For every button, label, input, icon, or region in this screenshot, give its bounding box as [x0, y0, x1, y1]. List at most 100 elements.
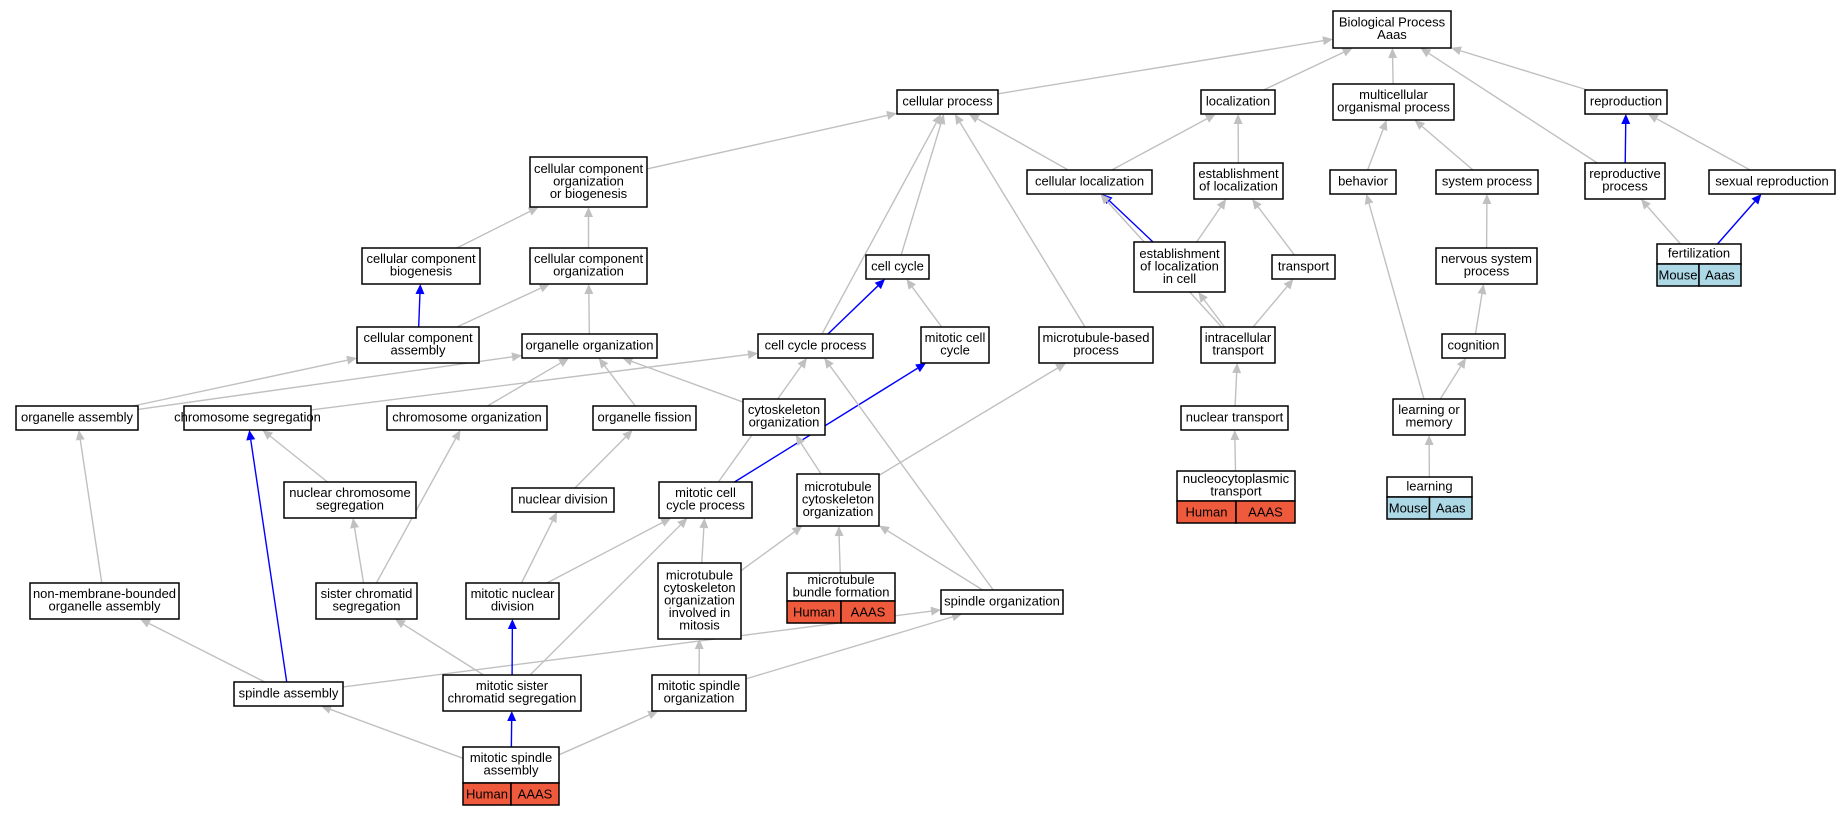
edge-line	[520, 520, 554, 584]
term-box	[896, 89, 999, 115]
edge-line	[740, 531, 795, 572]
term-label-line: spindle assembly	[239, 685, 339, 700]
go-term-nt[interactable]: nuclear transport	[1180, 405, 1289, 431]
term-label-line: establishment	[1198, 166, 1279, 181]
term-label-line: involved in	[669, 605, 730, 620]
term-label-line: Aaas	[1377, 27, 1407, 42]
tag-label: Human	[1186, 504, 1228, 519]
edge-mbf-to-mco	[834, 526, 844, 574]
go-term-oa[interactable]: organelle assembly	[15, 405, 139, 431]
go-term-rep[interactable]: reproduction	[1584, 89, 1668, 115]
edge-so-to-ccp	[824, 358, 994, 591]
term-label-line: mitotic spindle	[470, 750, 552, 765]
term-box	[940, 589, 1064, 615]
edge-line	[631, 360, 744, 403]
go-term-sa[interactable]: spindle assembly	[233, 681, 344, 707]
edge-line	[456, 210, 531, 249]
go-term-cl[interactable]: cellular localization	[1026, 169, 1153, 195]
term-box	[183, 405, 312, 431]
go-term-oo[interactable]: organelle organization	[521, 333, 658, 359]
go-term-co[interactable]: chromosome organization	[386, 405, 548, 431]
go-term-cs[interactable]: chromosome segregation	[174, 405, 321, 431]
edge-cco-to-ccob	[584, 207, 593, 248]
term-label-line: mitotic nuclear	[471, 586, 555, 601]
edge-mcoim-to-mco	[740, 526, 803, 572]
edge-line	[137, 356, 513, 411]
go-term-tr[interactable]: transport	[1271, 254, 1336, 280]
edge-nt-to-it	[1232, 363, 1242, 407]
edge-line	[1111, 118, 1208, 171]
term-box	[442, 674, 582, 712]
edge-arrowhead	[415, 284, 425, 295]
edge-arrowhead	[346, 355, 357, 365]
tag-label: Human	[793, 604, 835, 619]
edge-ccob-to-cp	[646, 111, 897, 170]
edge-line	[1366, 129, 1384, 171]
term-label-line: process	[1073, 343, 1119, 358]
edge-line	[1391, 57, 1394, 85]
term-label-line: mitotic spindle	[658, 678, 740, 693]
edge-line	[574, 436, 627, 489]
term-box	[1133, 241, 1226, 293]
edge-arrowhead	[1055, 363, 1067, 373]
term-box	[529, 156, 648, 208]
term-box	[1708, 169, 1836, 195]
go-term-mcoim[interactable]: microtubulecytoskeletonorganizationinvol…	[657, 562, 742, 640]
go-term-cc[interactable]: cell cycle	[865, 254, 930, 280]
term-label-line: mitotic cell	[925, 330, 986, 345]
term-box	[1200, 89, 1276, 115]
edge-arrowhead	[1477, 284, 1487, 295]
edge-arrowhead	[660, 518, 672, 527]
edge-arrowhead	[1647, 114, 1659, 123]
go-term-so[interactable]: spindle organization	[940, 589, 1064, 615]
term-box	[592, 405, 697, 431]
term-label-line: bundle formation	[793, 585, 890, 600]
term-box	[233, 681, 344, 707]
go-term-of[interactable]: organelle fission	[592, 405, 697, 431]
edge-line	[829, 365, 994, 591]
edge-line	[1439, 366, 1462, 400]
go-term-sr[interactable]: sexual reproduction	[1708, 169, 1836, 195]
go-term-beh[interactable]: behavior	[1329, 169, 1397, 195]
edge-loc-to-bp	[1263, 48, 1353, 91]
tag-label: AAAS	[518, 786, 553, 801]
go-term-nd[interactable]: nuclear division	[511, 487, 615, 513]
go-term-loc[interactable]: localization	[1200, 89, 1276, 115]
go-term-cog[interactable]: cognition	[1441, 333, 1506, 359]
go-term-cp[interactable]: cellular process	[896, 89, 999, 115]
go-term-sp[interactable]: system process	[1435, 169, 1539, 195]
edge-arrowhead	[886, 111, 897, 120]
go-term-ccp[interactable]: cell cycle process	[757, 333, 874, 359]
edge-cl-to-loc	[1111, 114, 1216, 171]
edge-arrowhead	[694, 639, 704, 650]
term-box	[1435, 169, 1539, 195]
